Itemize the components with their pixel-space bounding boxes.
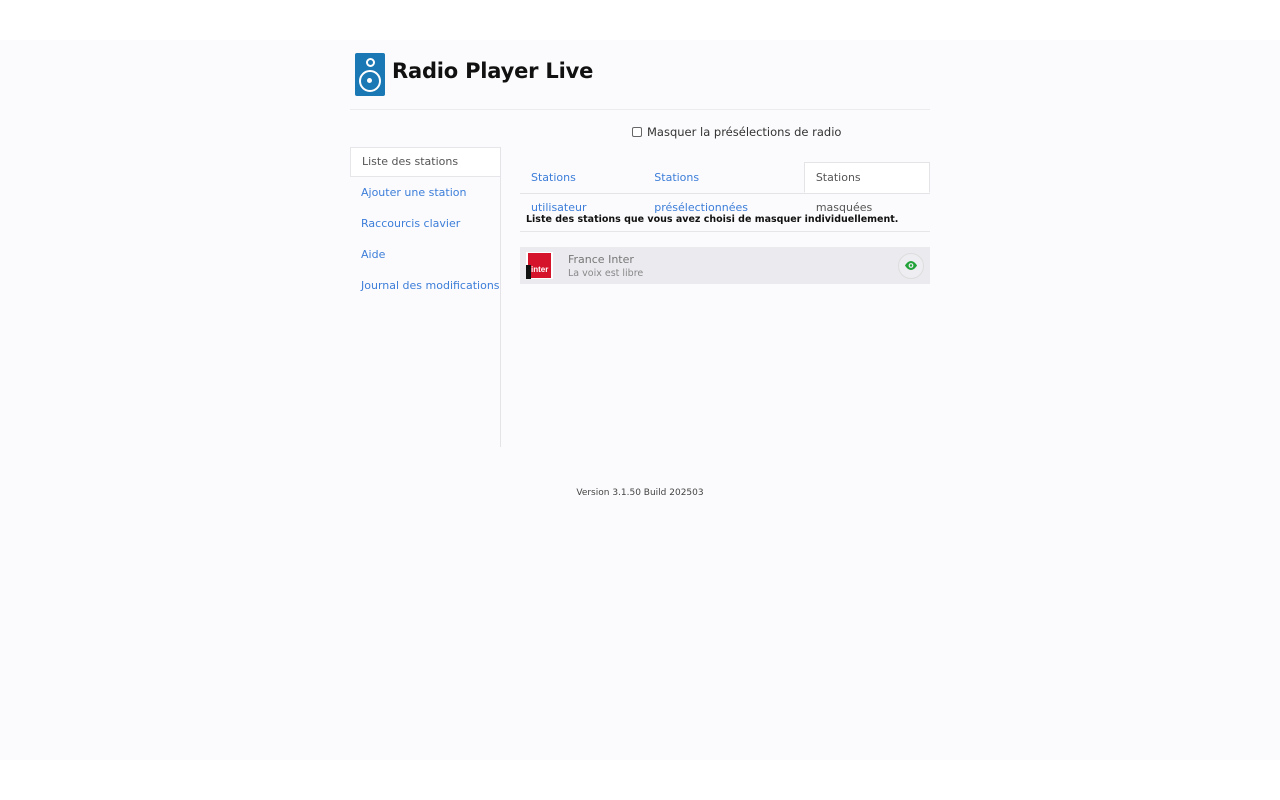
app-title: Radio Player Live: [392, 59, 594, 83]
tab-preset-stations[interactable]: Stations présélectionnées: [654, 171, 748, 214]
tab-hidden-stations[interactable]: Stations masquées: [803, 162, 930, 214]
hide-presets-label: Masquer la présélections de radio: [647, 125, 842, 139]
unhide-station-button[interactable]: [898, 253, 924, 279]
list-item: inter France Inter La voix est libre: [520, 247, 930, 284]
hide-presets-option[interactable]: Masquer la présélections de radio: [632, 125, 841, 139]
eye-icon: [905, 261, 917, 270]
station-slogan: La voix est libre: [568, 268, 644, 279]
sidebar: Liste des stations Ajouter une station R…: [350, 147, 501, 447]
tab-user-stations[interactable]: Stations utilisateur: [531, 171, 587, 214]
sidebar-item-add-station[interactable]: Ajouter une station: [361, 186, 467, 199]
hide-presets-checkbox[interactable]: [632, 127, 642, 137]
divider: [520, 231, 930, 232]
station-logo: inter: [526, 252, 553, 279]
header: Radio Player Live: [350, 40, 930, 110]
sidebar-item-station-list[interactable]: Liste des stations: [350, 147, 500, 177]
speaker-icon: [355, 53, 385, 96]
page: Radio Player Live Masquer la présélectio…: [0, 40, 1280, 760]
sidebar-item-help[interactable]: Aide: [361, 248, 386, 261]
sidebar-item-keyboard-shortcuts[interactable]: Raccourcis clavier: [361, 217, 461, 230]
hidden-stations-description: Liste des stations que vous avez choisi …: [526, 214, 899, 225]
version-footer: Version 3.1.50 Build 202503: [576, 488, 704, 498]
station-name: France Inter: [568, 253, 634, 266]
station-tabs: Stations utilisateur Stations présélecti…: [520, 162, 930, 214]
sidebar-item-changelog[interactable]: Journal des modifications: [361, 279, 500, 292]
